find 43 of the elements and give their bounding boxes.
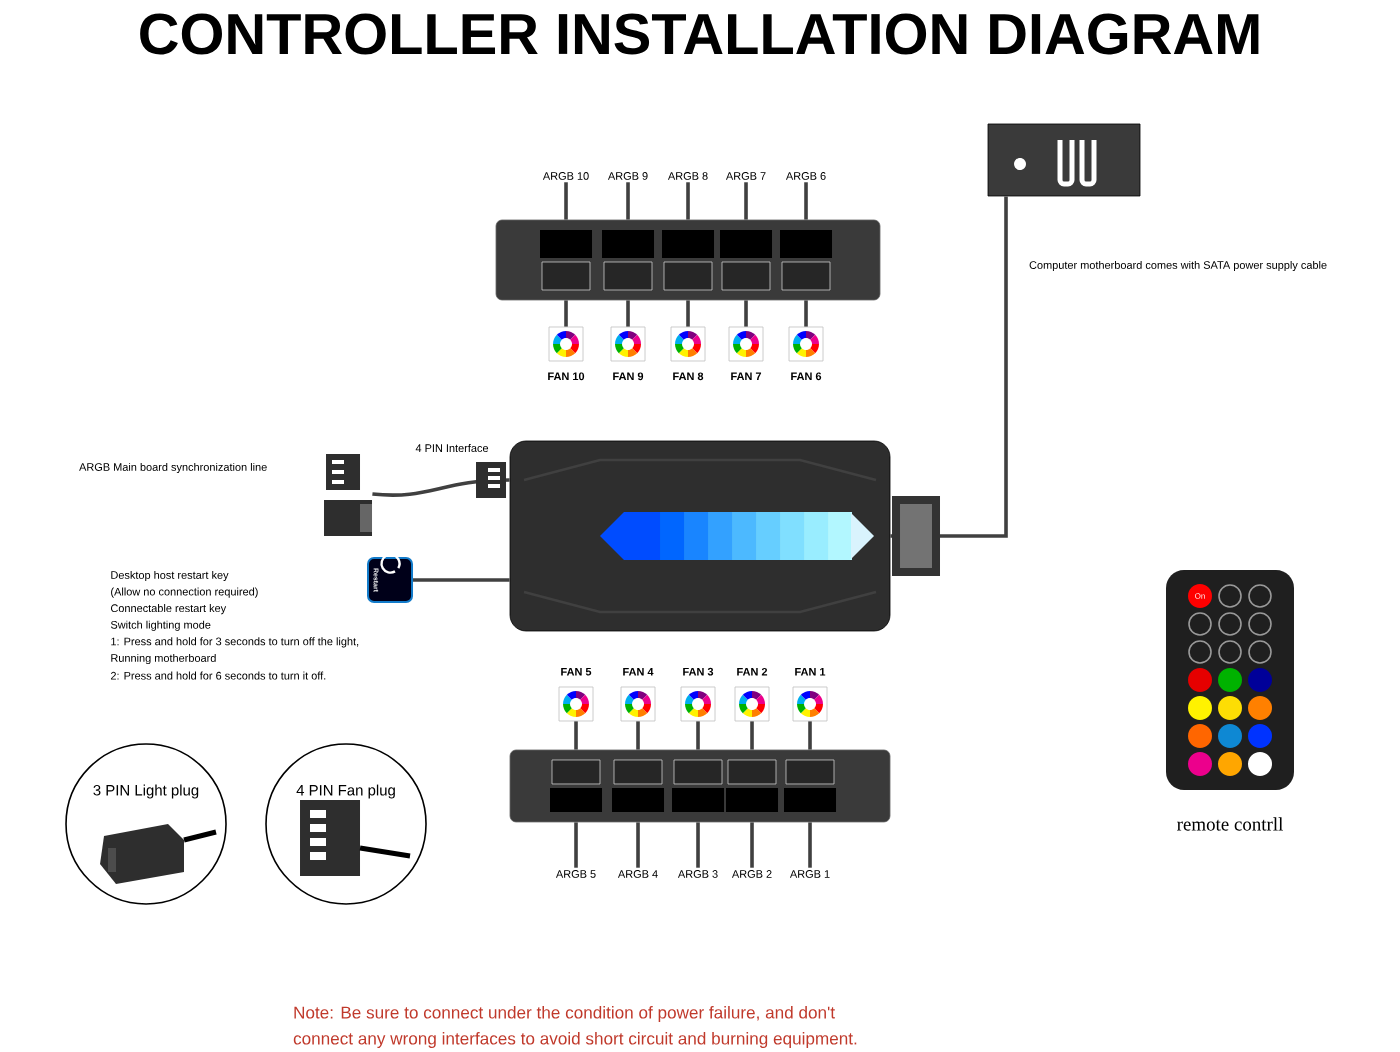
cable	[804, 300, 808, 327]
fan-icon	[728, 326, 764, 362]
restart-button	[367, 553, 413, 603]
cable	[413, 578, 510, 582]
cable	[696, 721, 700, 750]
fan-icon	[680, 686, 716, 722]
cable	[686, 300, 690, 327]
device-label: remote contrll	[1177, 817, 1283, 831]
sata-plug-drawing	[987, 123, 1141, 197]
cable	[564, 300, 568, 327]
fan-icon	[788, 326, 824, 362]
plug-drawing	[324, 454, 372, 536]
fan-icon	[548, 326, 584, 362]
sync-cable	[372, 478, 510, 497]
cable	[626, 300, 630, 327]
hub-drawing	[509, 749, 891, 823]
fan-icon	[558, 686, 594, 722]
fan-icon	[670, 326, 706, 362]
note-text: Note: Be sure to connect under the condition of power failure, and don't	[294, 1006, 835, 1022]
fan-icon	[610, 326, 646, 362]
cable	[636, 721, 640, 750]
hub-drawing	[495, 219, 881, 301]
cable	[808, 721, 812, 750]
cable	[696, 822, 700, 868]
cable	[574, 822, 578, 868]
fan-icon	[792, 686, 828, 722]
cable	[808, 822, 812, 868]
fan-icon	[620, 686, 656, 722]
cable	[636, 822, 640, 868]
note-text: connect any wrong interfaces to avoid short circuit and burning equipment.	[293, 1032, 857, 1048]
fan-icon	[734, 686, 770, 722]
cable	[574, 721, 578, 750]
cable	[564, 182, 568, 220]
cable	[744, 300, 748, 327]
cable	[744, 182, 748, 220]
remote-control-drawing	[1166, 570, 1294, 790]
cable	[686, 182, 690, 220]
cable	[804, 182, 808, 220]
title: CONTROLLER INSTALLATION DIAGRAM	[140, 13, 1259, 55]
cable	[750, 721, 754, 750]
power-cable	[890, 196, 1008, 538]
cable	[750, 822, 754, 868]
cable	[626, 182, 630, 220]
